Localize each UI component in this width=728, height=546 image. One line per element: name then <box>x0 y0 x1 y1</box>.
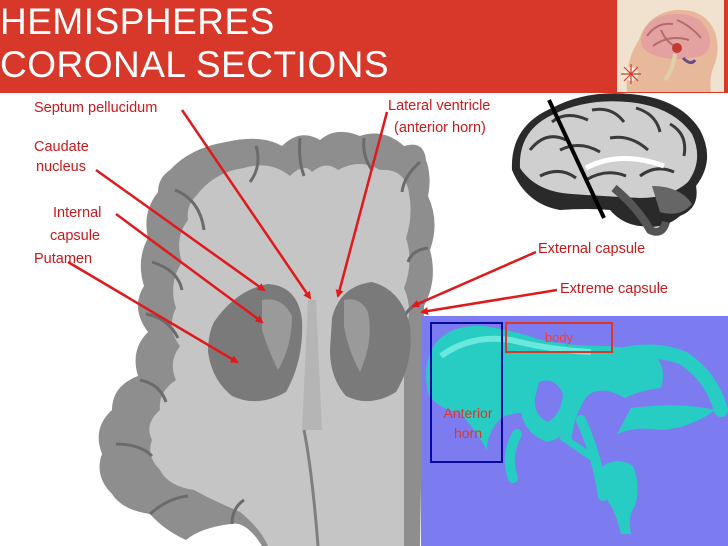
arrow-external-capsule <box>411 250 537 308</box>
anterior-horn-label: Anterior horn <box>432 403 504 443</box>
title-line-1: HEMISPHERES <box>0 1 275 42</box>
label-caudate-line-1: Caudate <box>34 139 89 155</box>
label-internal-line-2: capsule <box>50 228 100 244</box>
label-extreme-capsule: Extreme capsule <box>560 281 668 297</box>
arrow-lateral-ventricle <box>335 111 389 298</box>
ventricle-3d-inset <box>421 316 728 546</box>
pointer-arrows <box>67 109 558 364</box>
label-septum-pellucidum: Septum pellucidum <box>34 100 158 116</box>
arrow-putamen <box>67 260 239 364</box>
label-external-capsule: External capsule <box>538 241 646 257</box>
body-label: body <box>544 330 574 345</box>
label-putamen: Putamen <box>34 251 93 267</box>
title-line-2: CORONAL SECTIONS <box>0 44 390 85</box>
arrow-extreme-capsule <box>420 288 558 315</box>
arrow-internal-capsule <box>115 212 264 324</box>
arrow-caudate-nucleus <box>95 168 266 292</box>
label-internal-line-1: Internal <box>53 205 102 221</box>
anterior-horn-highlight-box <box>430 322 503 463</box>
anterior-horn-label-line-2: horn <box>453 425 483 441</box>
title-banner: HEMISPHERES CORONAL SECTIONS <box>0 0 728 93</box>
body-highlight-box <box>505 322 613 353</box>
coronal-brain-section <box>98 131 435 546</box>
label-caudate-line-2: nucleus <box>36 159 86 175</box>
label-lateral-ventricle-line-1: Lateral ventricle <box>388 98 491 114</box>
anterior-horn-label-line-1: Anterior <box>443 405 493 421</box>
head-brain-thumbnail-icon <box>617 0 724 92</box>
arrow-septum-pellucidum <box>180 109 312 300</box>
sagittal-brain-section-icon <box>511 93 708 236</box>
label-lateral-ventricle-line-2: (anterior horn) <box>394 120 486 136</box>
